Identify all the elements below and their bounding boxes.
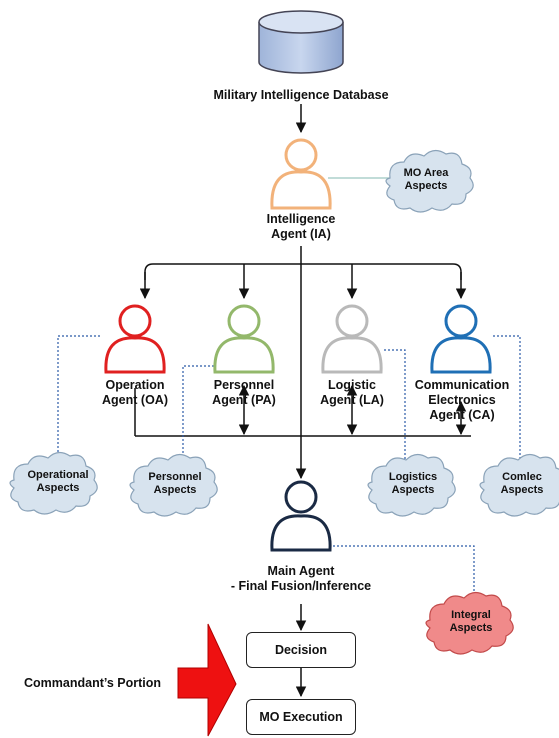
- main-agent-label: Main Agent - Final Fusion/Inference: [216, 564, 386, 594]
- intelligence-agent-line2: Agent (IA): [271, 227, 331, 241]
- person-icon-logistic-agent: [321, 304, 383, 374]
- intelligence-agent-line1: Intelligence: [266, 212, 336, 226]
- integral-aspects-line1: Integral: [451, 609, 491, 621]
- personnel-aspects-line2: Aspects: [153, 484, 197, 496]
- cloud-integral-aspects: [425, 591, 514, 655]
- person-icon-communication-agent: [430, 304, 492, 374]
- operation-agent-line1: Operation: [105, 378, 165, 392]
- mo-area-aspects-line2: Aspects: [404, 180, 448, 192]
- intelligence-agent-label: Intelligence Agent (IA): [251, 212, 351, 242]
- logistic-agent-line2: Agent (LA): [320, 393, 384, 407]
- logistics-aspects-line1: Logistics: [388, 471, 438, 483]
- operational-aspects-line2: Aspects: [36, 482, 80, 494]
- personnel-agent-line1: Personnel: [213, 378, 275, 392]
- main-agent-line2: - Final Fusion/Inference: [230, 579, 372, 593]
- mo-area-aspects-label: MO Area Aspects: [396, 167, 456, 193]
- person-icon-operation-agent: [104, 304, 166, 374]
- commandant-arrow-icon: [177, 623, 237, 737]
- communication-agent-label: Communication Electronics Agent (CA): [411, 378, 513, 423]
- logistics-aspects-line2: Aspects: [391, 484, 435, 496]
- main-agent-line1: Main Agent: [267, 564, 335, 578]
- operation-agent-label: Operation Agent (OA): [85, 378, 185, 408]
- operational-aspects-line1: Operational: [27, 469, 89, 481]
- logistic-agent-line1: Logistic: [328, 378, 376, 392]
- decision-box: Decision: [246, 632, 356, 668]
- logistic-agent-label: Logistic Agent (LA): [312, 378, 392, 408]
- operational-aspects-label: Operational Aspects: [18, 469, 98, 495]
- cloud-personnel-aspects: [129, 453, 218, 517]
- comlec-aspects-line1: Comlec: [502, 471, 542, 483]
- database-icon: [258, 10, 344, 74]
- integral-aspects-label: Integral Aspects: [438, 609, 504, 635]
- aspect-links: [57, 177, 521, 604]
- personnel-aspects-label: Personnel Aspects: [140, 471, 210, 497]
- logistics-aspects-label: Logistics Aspects: [378, 471, 448, 497]
- comlec-aspects-label: Comlec Aspects: [490, 471, 554, 497]
- communication-agent-line1: Communication: [414, 378, 510, 392]
- personnel-agent-line2: Agent (PA): [212, 393, 276, 407]
- database-label: Military Intelligence Database: [213, 88, 389, 102]
- integral-aspects-line2: Aspects: [449, 622, 493, 634]
- communication-agent-line2: Electronics: [428, 393, 496, 407]
- cloud-operational-aspects: [9, 451, 98, 515]
- operation-agent-line2: Agent (OA): [102, 393, 168, 407]
- person-icon-main-agent: [270, 480, 332, 552]
- arrows: [134, 104, 467, 698]
- person-icon-intelligence-agent: [270, 138, 332, 210]
- cloud-comlec-aspects: [479, 453, 559, 517]
- cloud-logistics-aspects: [367, 453, 456, 517]
- mo-area-aspects-line1: MO Area: [403, 167, 449, 179]
- personnel-agent-label: Personnel Agent (PA): [204, 378, 284, 408]
- commandants-portion-label: Commandant’s Portion: [24, 676, 162, 690]
- connector-lines: [135, 246, 471, 480]
- mo-execution-box: MO Execution: [246, 699, 356, 735]
- comlec-aspects-line2: Aspects: [500, 484, 544, 496]
- communication-agent-line3: Agent (CA): [429, 408, 495, 422]
- personnel-aspects-line1: Personnel: [148, 471, 202, 483]
- cloud-mo-area-aspects: [385, 149, 474, 213]
- person-icon-personnel-agent: [213, 304, 275, 374]
